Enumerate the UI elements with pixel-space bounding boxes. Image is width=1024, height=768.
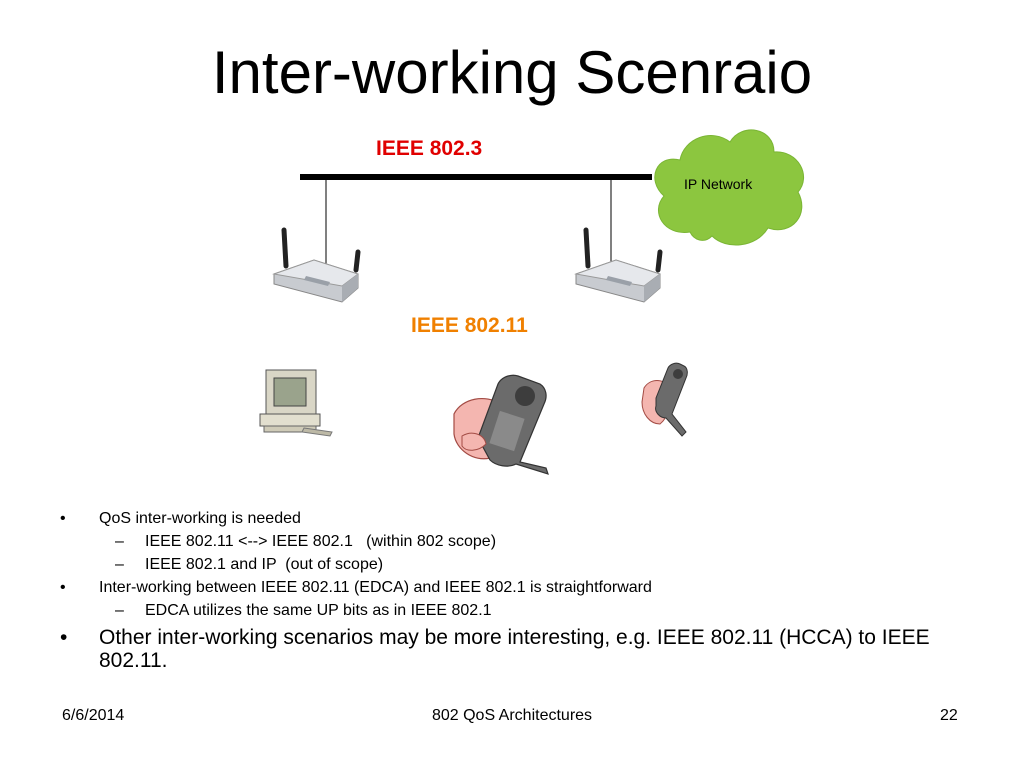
sub-bullet-item: – EDCA utilizes the same UP bits as in I…	[60, 599, 980, 622]
ieee-80211-label: IEEE 802.11	[411, 314, 528, 337]
dash-icon: –	[115, 602, 124, 619]
footer-title: 802 QoS Architectures	[431, 707, 593, 724]
bullet-dot-icon: •	[60, 510, 66, 527]
dash-icon: –	[115, 556, 124, 573]
bullet-text: QoS inter-working is needed	[99, 510, 301, 527]
bullet-text: IEEE 802.11 <--> IEEE 802.1 (within 802 …	[145, 533, 497, 550]
bullet-dot-icon: •	[60, 626, 68, 649]
bullet-item: • Inter-working between IEEE 802.11 (EDC…	[60, 576, 980, 599]
footer-date: 6/6/2014	[62, 707, 125, 724]
bullet-text: EDCA utilizes the same UP bits as in IEE…	[145, 602, 492, 619]
bullet-dot-icon: •	[60, 579, 66, 596]
access-point-icon	[272, 227, 361, 303]
sub-bullet-item: – IEEE 802.1 and IP (out of scope)	[60, 553, 980, 576]
ieee-8023-label: IEEE 802.3	[376, 137, 483, 160]
network-diagram	[259, 129, 804, 475]
bullet-text: Inter-working between IEEE 802.11 (EDCA)…	[99, 579, 652, 596]
access-point-icon	[574, 227, 663, 303]
bullet-list: • QoS inter-working is needed – IEEE 802…	[60, 507, 980, 672]
bullet-item: • Other inter-working scenarios may be m…	[60, 626, 980, 672]
handset-icon	[641, 362, 688, 437]
handset-icon	[453, 374, 549, 475]
ip-network-cloud	[654, 129, 804, 246]
desktop-computer-icon	[259, 369, 333, 437]
sub-bullet-item: – IEEE 802.11 <--> IEEE 802.1 (within 80…	[60, 530, 980, 553]
slide-title: Inter-working Scenraio	[211, 39, 813, 106]
bullet-text: IEEE 802.1 and IP (out of scope)	[145, 556, 384, 573]
bullet-item: • QoS inter-working is needed	[60, 507, 980, 530]
bullet-text: Other inter-working scenarios may be mor…	[99, 626, 930, 672]
page-number: 22	[940, 707, 958, 724]
ip-network-label: IP Network	[684, 176, 753, 192]
dash-icon: –	[115, 533, 124, 550]
